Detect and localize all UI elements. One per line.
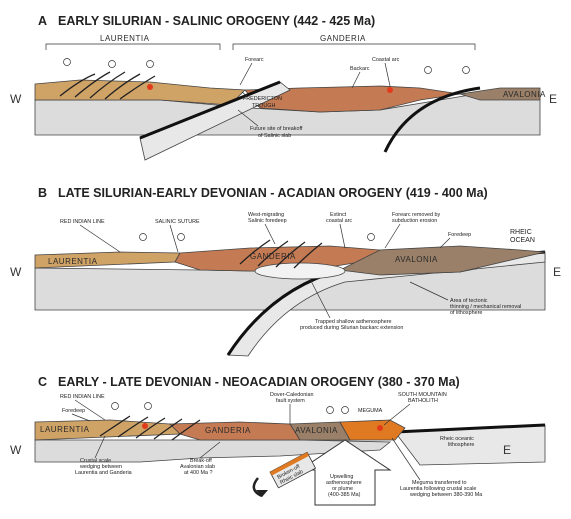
- magma: [142, 423, 148, 429]
- panel-c-title: EARLY - LATE DEVONIAN - NEOACADIAN OROGE…: [58, 375, 460, 389]
- forearc-removed-label-2: subduction erosion: [392, 218, 437, 224]
- south-mountain-leader: [384, 404, 410, 425]
- panel-a-west: W: [10, 92, 22, 106]
- stress-symbol: [145, 403, 152, 410]
- panel-b-letter: B: [38, 186, 47, 200]
- westward-label-2: Salinic foredeep: [248, 218, 287, 224]
- backarc-label: Backarc: [350, 66, 370, 72]
- panel-c-laurentia-label: LAURENTIA: [40, 425, 90, 434]
- upwelling-label-4: (400-385 Ma): [328, 492, 361, 498]
- panel-b-title: LATE SILURIAN-EARLY DEVONIAN - ACADIAN O…: [58, 186, 488, 200]
- panel-a-avalonia-label: AVALONIA: [503, 90, 546, 99]
- coastal-arc-leader: [385, 63, 390, 86]
- forearc-label: Forearc: [245, 57, 264, 63]
- panel-c: C EARLY - LATE DEVONIAN - NEOACADIAN ORO…: [10, 375, 545, 505]
- panel-c-west: W: [10, 443, 22, 457]
- tectonic-thinning-label-3: of lithosphere: [450, 310, 482, 316]
- trapped-label-2: produced during Silurian backarc extensi…: [300, 325, 403, 331]
- broken-off-slab: Broken-off Rheic slab: [270, 452, 316, 488]
- stress-symbol: [327, 407, 334, 414]
- rheic-ocean-label-1: RHEIC: [510, 229, 532, 236]
- meguma-crust: [340, 420, 405, 440]
- stress-symbol: [147, 61, 154, 68]
- arc-magma: [147, 84, 153, 90]
- breakoff-c-label-3: at 400 Ma ?: [184, 470, 212, 476]
- meguma-label: MEGUMA: [358, 408, 383, 414]
- coastal-arc-label: Coastal arc: [372, 57, 400, 63]
- extinct-arc-leader: [340, 224, 345, 248]
- breakoff-label-1: Future site of breakoff: [250, 126, 303, 132]
- panel-b-laurentia-label: LAURENTIA: [48, 257, 98, 266]
- panel-c-ganderia-label: GANDERIA: [205, 426, 251, 435]
- panel-c-east: E: [503, 443, 511, 457]
- stress-symbol: [140, 234, 147, 241]
- red-indian-line-label: RED INDIAN LINE: [60, 219, 105, 225]
- batholith-magma: [377, 425, 383, 431]
- meguma-transfer-label-3: wedging between 380-390 Ma: [409, 492, 482, 498]
- foredeep-c-label: Foredeep: [62, 408, 85, 414]
- stress-symbol: [425, 67, 432, 74]
- red-indian-line-leader: [80, 225, 120, 252]
- rheic-ocean-label-2: OCEAN: [510, 237, 535, 244]
- stress-symbol: [64, 59, 71, 66]
- extinct-arc-label-2: coastal arc: [326, 218, 352, 224]
- backarc-leader: [352, 72, 360, 88]
- laurentia-bracket: [46, 44, 220, 50]
- stress-symbol: [112, 403, 119, 410]
- panel-a-letter: A: [38, 14, 47, 28]
- trapped-asthenosphere: [255, 263, 345, 279]
- panel-a-ganderia-label: GANDERIA: [320, 34, 366, 43]
- dover-label-2: fault system: [276, 398, 305, 404]
- panel-c-avalonia-label: AVALONIA: [295, 426, 338, 435]
- fredericton-label-1: FREDERICTON: [243, 96, 282, 102]
- salinic-suture-label: SALINIC SUTURE: [155, 219, 200, 225]
- stress-symbol: [109, 61, 116, 68]
- rheic-lith-label-2: lithosphere: [448, 442, 474, 448]
- south-mountain-label-2: BATHOLITH: [408, 398, 438, 404]
- stress-symbol: [463, 67, 470, 74]
- foredeep-label: Foredeep: [448, 232, 471, 238]
- panel-a: A EARLY SILURIAN - SALINIC OROGENY (442 …: [10, 14, 557, 160]
- stress-symbol: [342, 407, 349, 414]
- panel-a-east: E: [549, 92, 557, 106]
- foredeep-c-leader: [72, 414, 90, 421]
- panel-a-laurentia-label: LAURENTIA: [100, 34, 150, 43]
- coastal-arc-magma: [387, 87, 393, 93]
- westward-leader: [265, 224, 275, 244]
- stress-symbol: [178, 234, 185, 241]
- fredericton-label-2: TROUGH: [252, 103, 275, 109]
- panel-b-avalonia-label: AVALONIA: [395, 255, 438, 264]
- stress-symbol: [368, 234, 375, 241]
- panel-b-ganderia-label: GANDERIA: [250, 252, 296, 261]
- red-indian-line-c-label: RED INDIAN LINE: [60, 394, 105, 400]
- panel-c-letter: C: [38, 375, 47, 389]
- breakoff-label-2: of Salinic slab: [258, 133, 291, 139]
- panel-b-east: E: [553, 265, 561, 279]
- ganderia-bracket: [233, 44, 475, 50]
- panel-b: B LATE SILURIAN-EARLY DEVONIAN - ACADIAN…: [10, 186, 561, 356]
- forearc-leader: [240, 63, 252, 85]
- crustal-wedge-label-3: Laurentia and Ganderia: [75, 470, 132, 476]
- salinic-suture-leader: [170, 225, 178, 252]
- panel-a-title: EARLY SILURIAN - SALINIC OROGENY (442 - …: [58, 14, 375, 28]
- forearc-removed-leader: [385, 224, 400, 248]
- panel-b-west: W: [10, 265, 22, 279]
